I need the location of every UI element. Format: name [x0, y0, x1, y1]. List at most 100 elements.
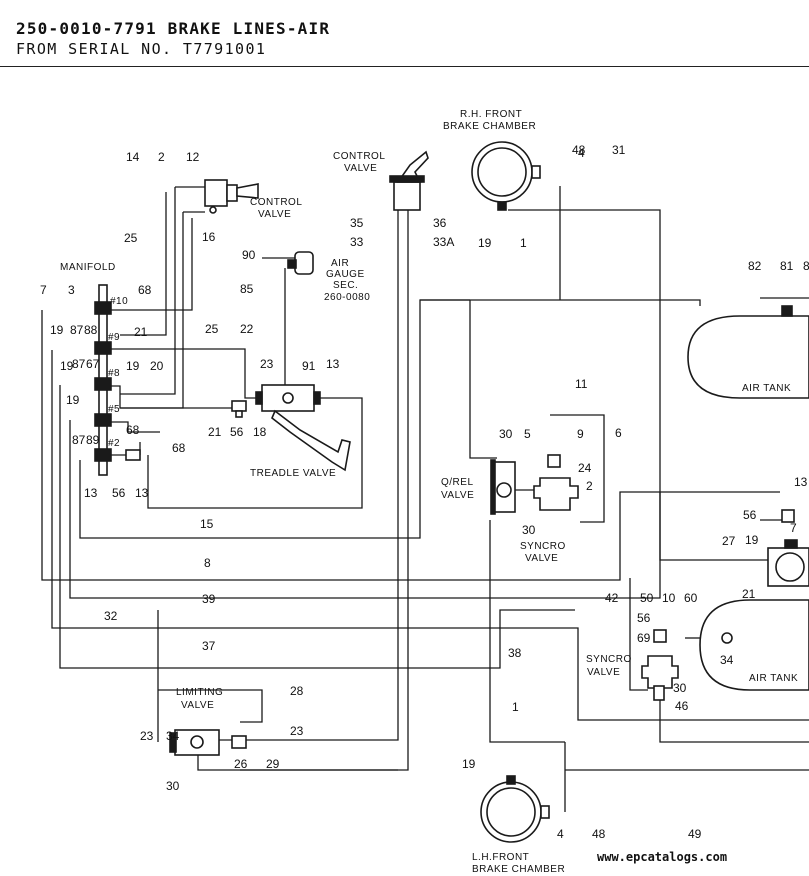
callout-25b: 25: [205, 322, 219, 336]
callout-49: 49: [688, 827, 702, 841]
callout-19-lh: 19: [462, 757, 476, 771]
line-19-mid: [108, 385, 236, 409]
line-22: [108, 348, 262, 399]
callout-68-low: 68: [172, 441, 186, 455]
control-valve-left: [204, 179, 259, 214]
line-28: [158, 689, 263, 723]
callout-21-treadle: 21: [208, 425, 222, 439]
callout-23-limit-left: 23: [140, 729, 154, 743]
rh-chamber-label-2: BRAKE CHAMBER: [443, 121, 536, 132]
callout-4-lh: 4: [557, 827, 564, 841]
line-37: [51, 350, 809, 721]
control-valve-top: [389, 150, 429, 211]
callout-39: 39: [202, 592, 216, 606]
callout-27: 27: [722, 534, 736, 548]
callout-50: 50: [640, 591, 654, 605]
callout-34-tank: 34: [720, 653, 734, 667]
callout-19-d: 19: [66, 393, 80, 407]
callout-69: 69: [637, 631, 651, 645]
syncro-lower-label-2: VALVE: [587, 667, 620, 678]
line-25: [120, 192, 167, 336]
manifold-label: MANIFOLD: [60, 262, 116, 273]
callout-48-rh: 48: [572, 143, 586, 157]
callout-19-right: 19: [745, 533, 759, 547]
callout-30-limit: 30: [166, 779, 180, 793]
air-gauge-label-4: 260-0080: [324, 292, 370, 303]
callout-5: 5: [524, 427, 531, 441]
syncro-upper-label-1: SYNCRO: [520, 541, 566, 552]
line-42: [629, 578, 648, 691]
callout-30-lower: 30: [673, 681, 687, 695]
callout-42: 42: [605, 591, 619, 605]
callout-30-qrel: 30: [499, 427, 513, 441]
line-32: [69, 420, 661, 599]
callout-22: 22: [240, 322, 254, 336]
line-qrel-in: [469, 300, 497, 459]
callout-87-c: 87: [72, 433, 86, 447]
rh-brake-chamber: [471, 141, 541, 211]
page-subtitle: FROM SERIAL NO. T7791001: [16, 40, 267, 58]
line-lower-right: [659, 700, 809, 743]
callout-26: 26: [234, 757, 248, 771]
air-gauge-label-1: AIR: [331, 258, 349, 269]
callout-7: 7: [40, 283, 47, 297]
control-valve-left-label-1: CONTROL: [250, 197, 302, 208]
line-31: [565, 209, 770, 561]
callout-2: 2: [158, 150, 165, 164]
air-tank-lower: [699, 599, 809, 691]
treadle-valve-label: TREADLE VALVE: [250, 468, 336, 479]
callout-81: 81: [780, 259, 794, 273]
watermark: www.epcatalogs.com: [597, 850, 728, 864]
callout-7-right: 7: [790, 521, 797, 535]
callout-56-right: 56: [743, 508, 757, 522]
lh-chamber-label-1: L.H.FRONT: [472, 852, 529, 863]
control-valve-left-label-2: VALVE: [258, 209, 291, 220]
treadle-valve: [255, 384, 351, 472]
right-valve: [767, 509, 809, 587]
air-gauge-label-2: GAUGE: [326, 269, 365, 280]
callout-6: 6: [615, 426, 622, 440]
manifold-port-10: #10: [110, 296, 128, 307]
air-tank-upper-label: AIR TANK: [742, 383, 791, 394]
limiting-valve: [169, 729, 247, 756]
syncro-upper-label-2: VALVE: [525, 553, 558, 564]
line-11: [550, 414, 605, 523]
tee-fitting-56-upper: [231, 400, 247, 418]
manifold-port-8: #8: [108, 368, 120, 379]
callout-33a: 33A: [433, 235, 454, 249]
limiting-valve-label-1: LIMITING: [176, 687, 223, 698]
control-valve-top-label-1: CONTROL: [333, 151, 385, 162]
callout-35: 35: [350, 216, 364, 230]
callout-91: 91: [302, 359, 316, 373]
callout-21-right: 21: [742, 587, 756, 601]
callout-28: 28: [290, 684, 304, 698]
callout-56-low: 56: [112, 486, 126, 500]
line-39: [41, 310, 780, 581]
callout-13-low: 13: [84, 486, 98, 500]
line-33: [200, 210, 399, 741]
callout-12: 12: [186, 150, 200, 164]
callout-16: 16: [202, 230, 216, 244]
callout-34-limit: 34: [166, 729, 180, 743]
qrel-valve: [490, 459, 516, 515]
line-21-top: [108, 218, 193, 311]
callout-30-syncro: 30: [522, 523, 536, 537]
callout-89: 89: [86, 433, 100, 447]
callout-31: 31: [612, 143, 626, 157]
line-30-limit: [197, 755, 398, 771]
callout-1-upper: 1: [520, 236, 527, 250]
callout-2-syncro: 2: [586, 479, 593, 493]
manifold-ports: [94, 301, 112, 462]
callout-19-b: 19: [60, 359, 74, 373]
callout-67: 67: [86, 357, 100, 371]
manifold-port-9: #9: [108, 332, 120, 343]
callout-87-b: 87: [72, 357, 86, 371]
lh-chamber-label-2: BRAKE CHAMBER: [472, 864, 565, 875]
syncro-valve-upper: [533, 454, 579, 511]
callout-56-treadle: 56: [230, 425, 244, 439]
callout-85: 85: [240, 282, 254, 296]
air-tank-upper: [687, 305, 809, 399]
air-lines: [41, 186, 809, 812]
callout-90: 90: [242, 248, 256, 262]
manifold-port-5: #5: [108, 404, 120, 415]
